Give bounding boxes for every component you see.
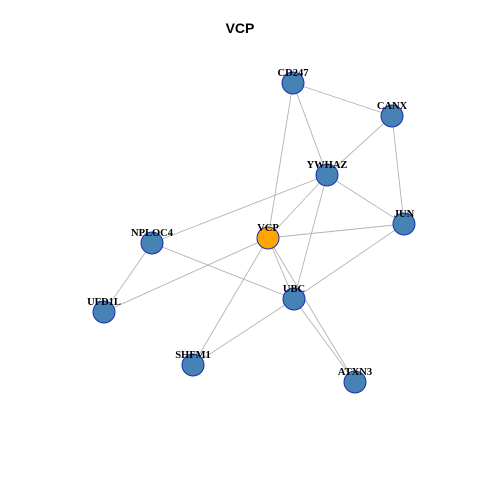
node-label-cd247: CD247 (278, 68, 309, 79)
node-atxn3[interactable] (343, 370, 367, 394)
node-ufd1l[interactable] (92, 300, 116, 324)
node-cd247[interactable] (281, 71, 305, 95)
node-jun[interactable] (392, 212, 416, 236)
node-nploc4[interactable] (140, 231, 164, 255)
node-label-nploc4: NPLOC4 (131, 228, 174, 239)
edge-cd247-canx (292, 82, 393, 117)
edge-ywhaz-jun (326, 174, 405, 225)
edge-jun-ubc (293, 223, 405, 300)
node-label-canx: CANX (377, 101, 408, 112)
edge-cd247-ywhaz (292, 82, 328, 176)
edge-ubc-atxn3 (293, 298, 356, 383)
node-canx[interactable] (380, 104, 404, 128)
node-label-ufd1l: UFD1L (87, 297, 121, 308)
edge-ywhaz-nploc4 (151, 174, 328, 244)
edge-vcp-shfm1 (192, 237, 269, 366)
node-label-atxn3: ATXN3 (338, 367, 372, 378)
edge-ywhaz-vcp (267, 174, 328, 239)
edge-nploc4-ufd1l (103, 242, 153, 313)
diagram-title: VCP (225, 20, 255, 36)
edge-jun-vcp (267, 223, 405, 239)
edge-cd247-vcp (267, 82, 294, 239)
node-label-jun: JUN (394, 209, 415, 220)
edge-vcp-ufd1l (103, 237, 269, 313)
edge-vcp-atxn3 (267, 237, 356, 383)
nodes-layer (92, 71, 416, 394)
edge-nploc4-ubc (151, 242, 295, 300)
node-label-ubc: UBC (283, 284, 305, 295)
edge-canx-ywhaz (326, 115, 393, 176)
edge-ubc-shfm1 (192, 298, 295, 366)
node-shfm1[interactable] (181, 353, 205, 377)
node-label-vcp: VCP (257, 223, 279, 234)
edge-ywhaz-ubc (293, 174, 328, 300)
edge-canx-jun (391, 115, 405, 225)
node-ubc[interactable] (282, 287, 306, 311)
node-label-ywhaz: YWHAZ (307, 160, 348, 171)
node-vcp[interactable] (256, 226, 280, 250)
node-label-shfm1: SHFM1 (175, 350, 211, 361)
node-ywhaz[interactable] (315, 163, 339, 187)
